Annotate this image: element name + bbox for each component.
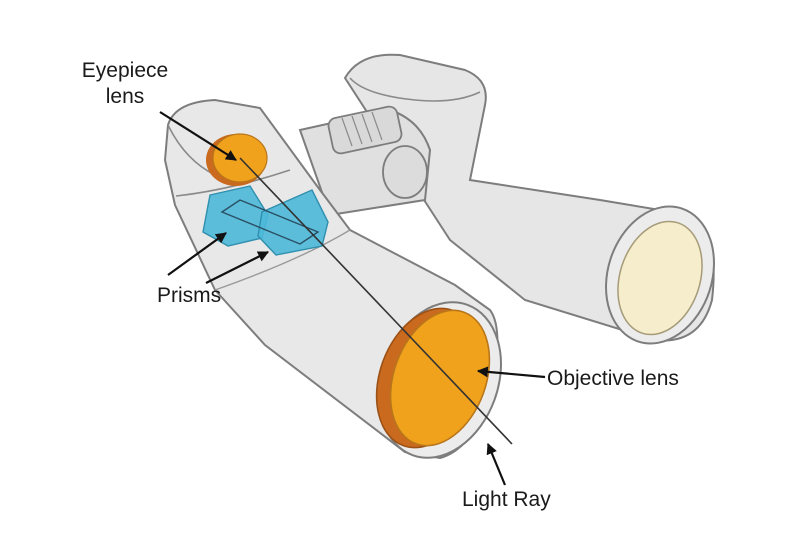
prism-pointer-arrow-2: [205, 251, 269, 284]
prisms-label: Prisms: [157, 284, 222, 307]
light-ray-pointer-arrow: [486, 442, 507, 486]
objective-pointer-arrow: [476, 366, 546, 379]
objective-lens-label: Objective lens: [547, 367, 679, 390]
eyepiece-lens-label: Eyepiece lens: [60, 58, 190, 110]
center-bridge: [298, 105, 432, 217]
eyepiece-label-line2: lens: [105, 85, 145, 108]
prism-pointer-arrow-1: [167, 232, 227, 276]
back-barrel: [343, 53, 715, 345]
back-objective-lens: [617, 220, 703, 336]
focus-wheel: [327, 105, 403, 155]
light-ray-label: Light Ray: [462, 488, 551, 511]
objective-lens: [389, 309, 491, 447]
light-ray-line: [239, 157, 513, 445]
prisms: [202, 185, 329, 256]
eyepiece-pointer-arrow: [159, 111, 237, 161]
eyepiece-label-line1: Eyepiece: [81, 59, 169, 82]
